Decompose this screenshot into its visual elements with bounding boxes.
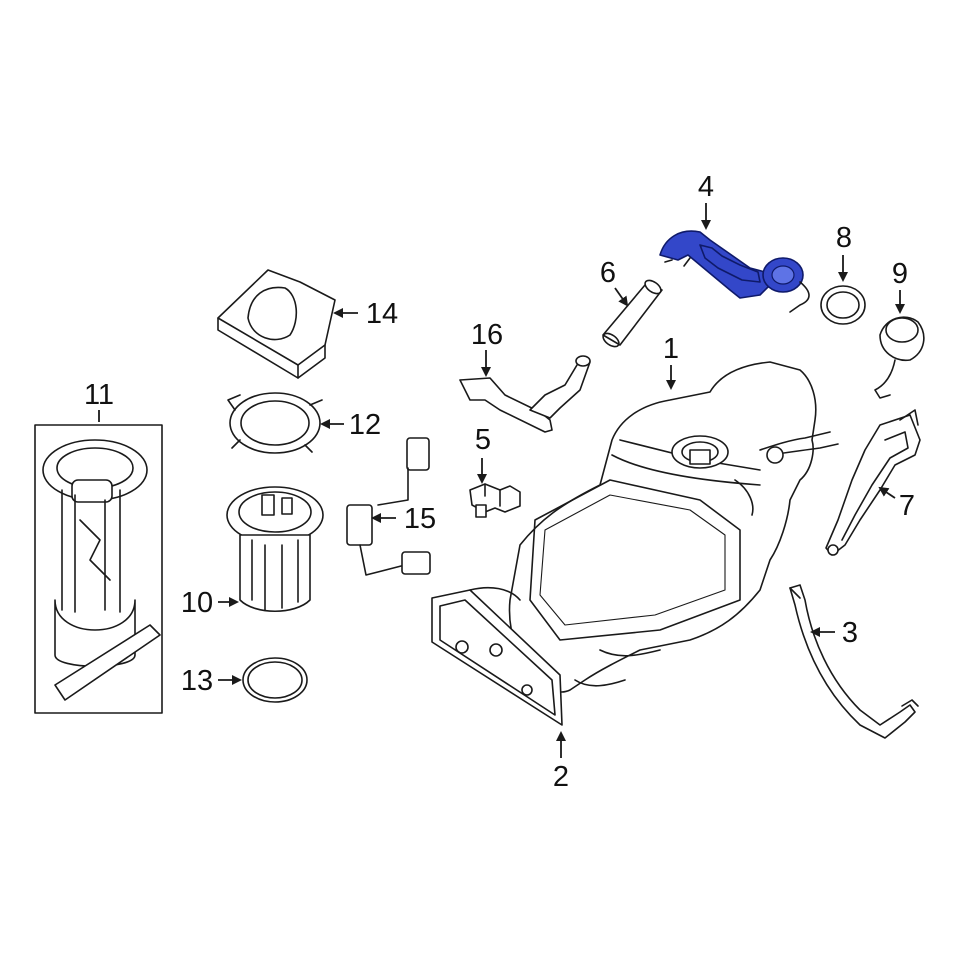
- callout-16: 16: [471, 319, 503, 351]
- fuel-pump-module[interactable]: [226, 486, 324, 613]
- lock-ring[interactable]: [227, 392, 323, 454]
- fuel-cap[interactable]: [874, 316, 925, 399]
- callout-13: 13: [181, 665, 213, 697]
- fuel-valve[interactable]: [469, 483, 521, 518]
- vent-tube[interactable]: [459, 355, 591, 433]
- callout-14: 14: [366, 298, 398, 330]
- fuel-pump-assembly-box[interactable]: [34, 424, 163, 714]
- leader-7: [878, 486, 896, 499]
- pump-cover[interactable]: [217, 269, 336, 379]
- tank-strap[interactable]: [789, 584, 919, 739]
- callout-9: 9: [892, 258, 908, 290]
- fuel-tank[interactable]: [508, 361, 839, 693]
- callout-8: 8: [836, 222, 852, 254]
- callout-4: 4: [698, 171, 714, 203]
- callout-5: 5: [475, 424, 491, 456]
- callout-6: 6: [600, 257, 616, 289]
- o-ring[interactable]: [242, 657, 308, 703]
- leader-6: [614, 287, 629, 307]
- heat-shield[interactable]: [825, 409, 921, 556]
- filler-hose[interactable]: [601, 278, 663, 350]
- callout-10: 10: [181, 587, 213, 619]
- fuel-filler-neck-highlighted[interactable]: [659, 230, 810, 313]
- callout-11: 11: [84, 379, 114, 411]
- callout-7: 7: [899, 490, 915, 522]
- filler-gasket[interactable]: [820, 285, 866, 325]
- fuel-level-sender[interactable]: [346, 437, 431, 576]
- callout-3: 3: [842, 617, 858, 649]
- leader-lines: [98, 203, 905, 758]
- tank-bracket-plate[interactable]: [431, 586, 563, 726]
- callout-2: 2: [553, 761, 569, 793]
- callout-1: 1: [663, 333, 679, 365]
- callout-12: 12: [349, 409, 381, 441]
- callout-labels: 1 2 3 4 5 6 7 8 9 10 11 12 13 14 15 16: [84, 171, 915, 793]
- callout-15: 15: [404, 503, 436, 535]
